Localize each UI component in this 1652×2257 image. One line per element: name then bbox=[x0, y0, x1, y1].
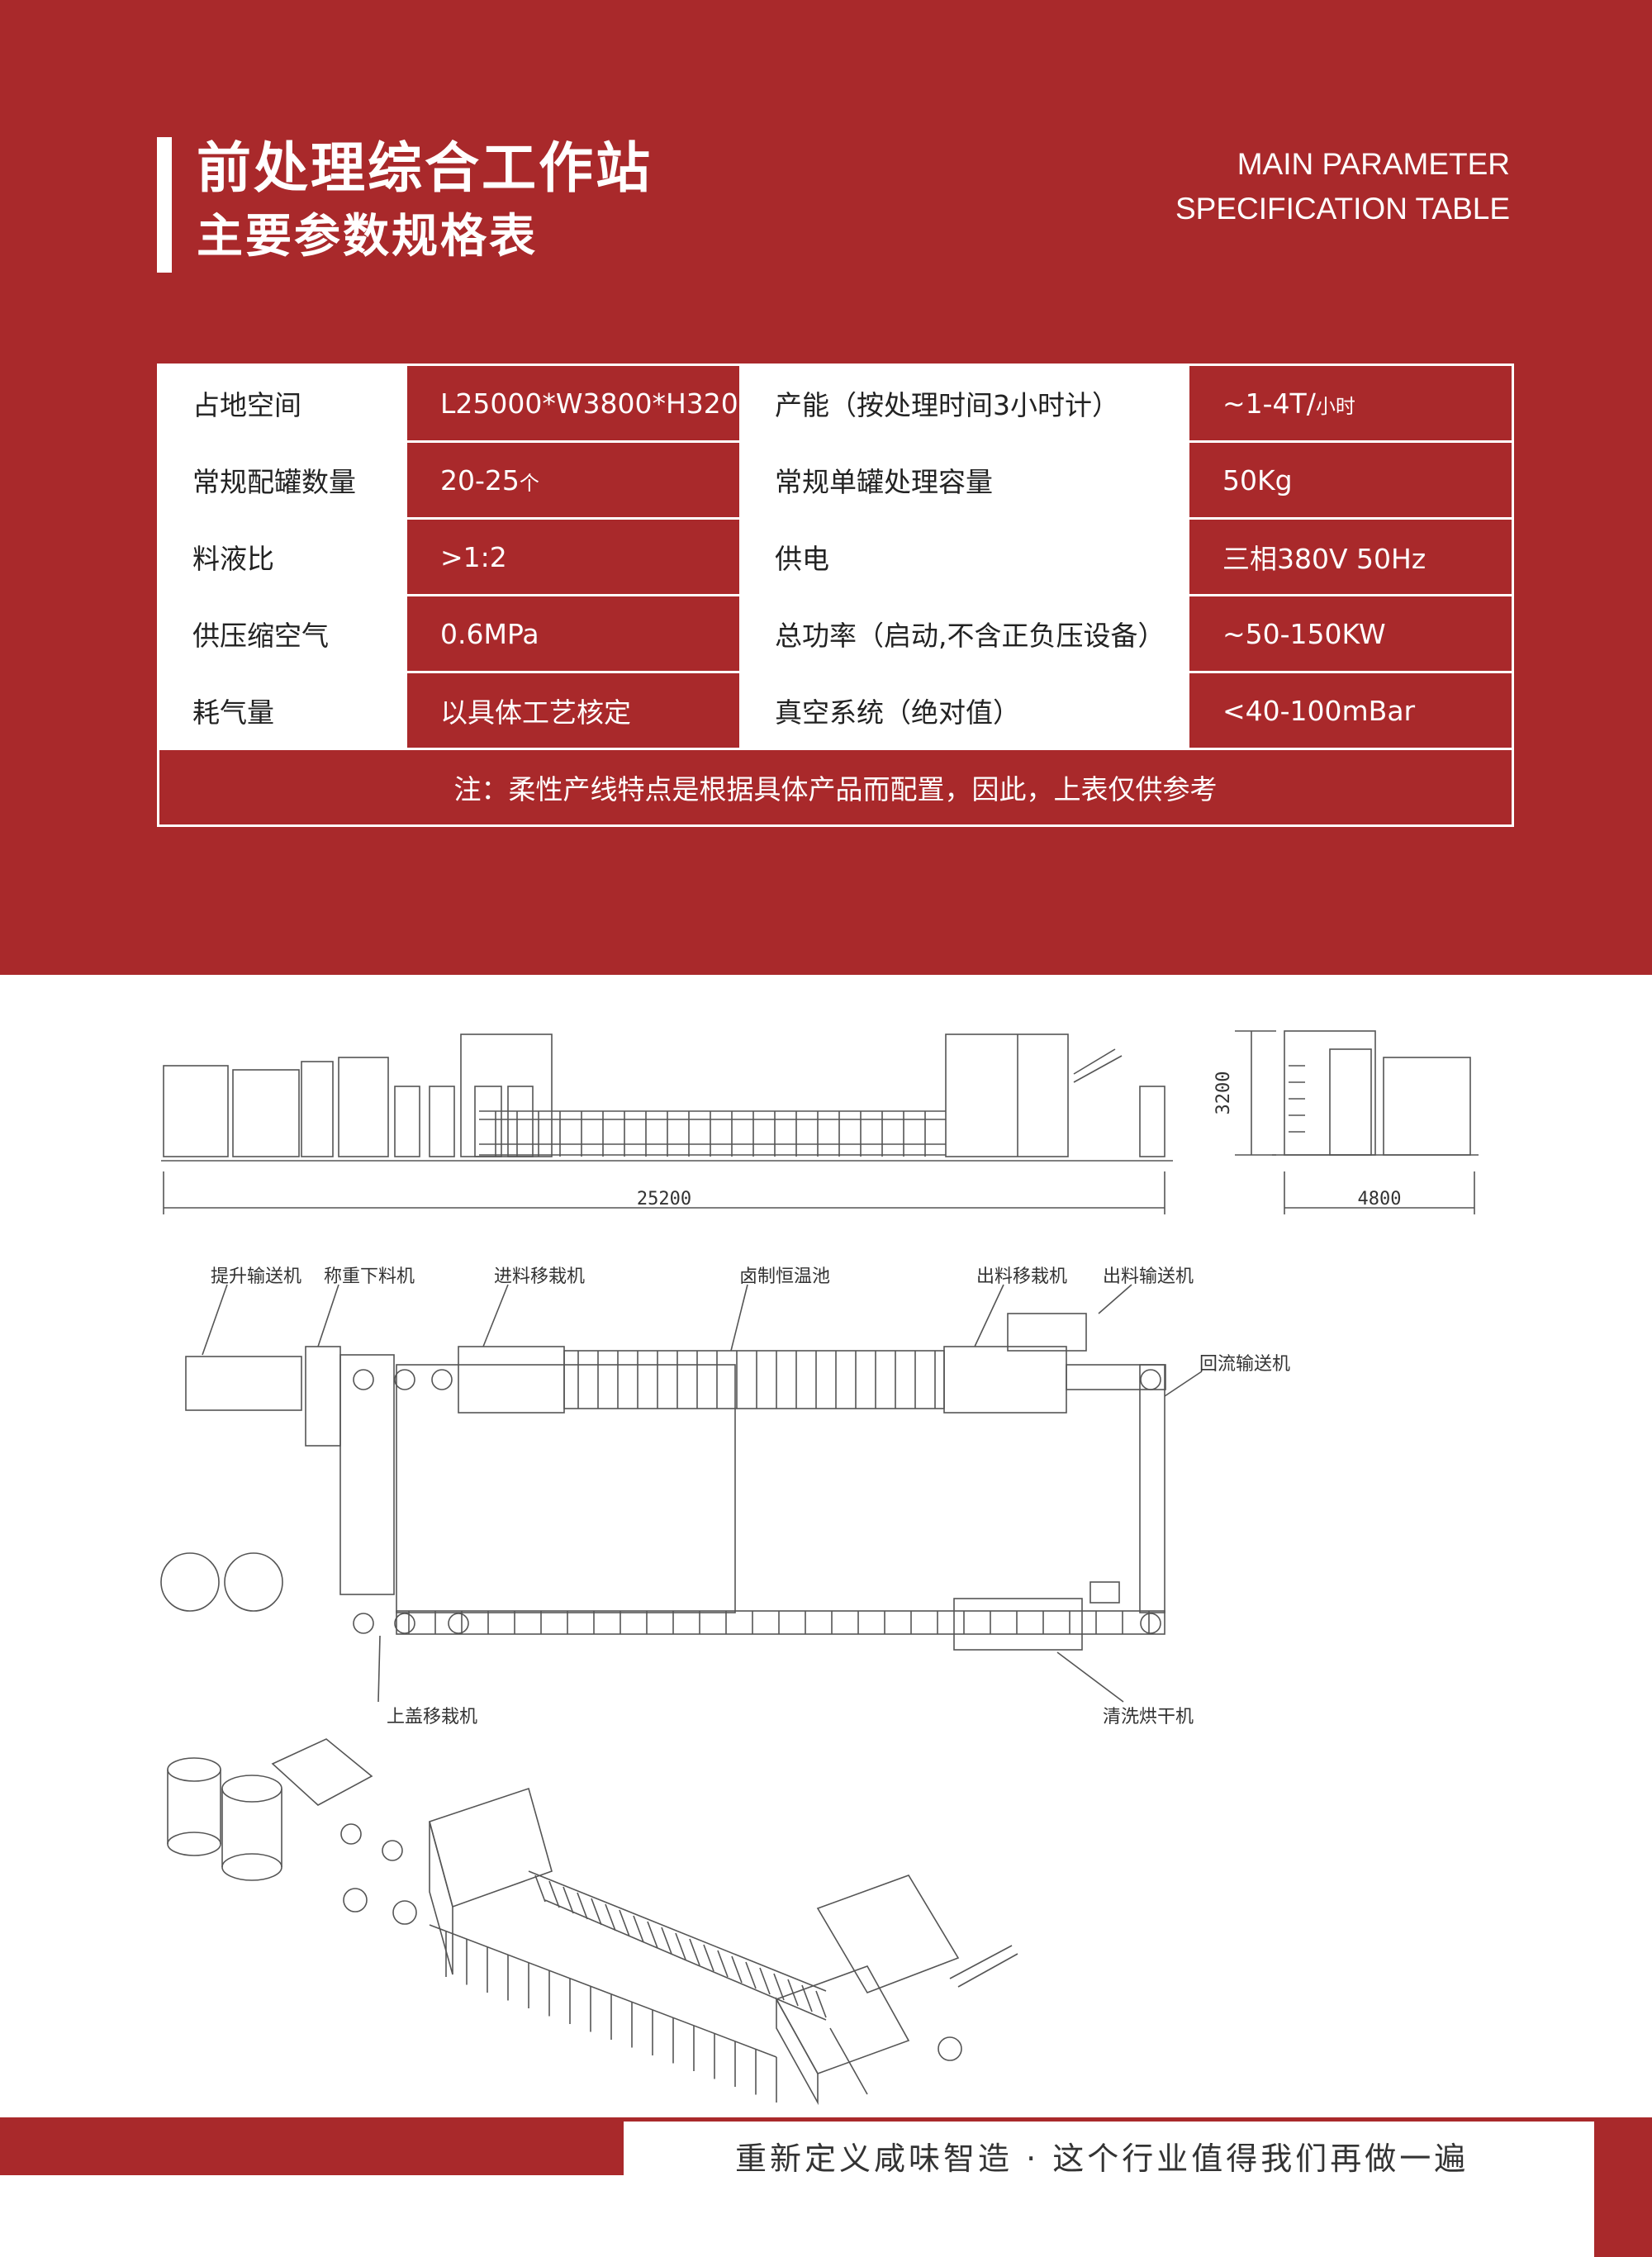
belt-slat bbox=[745, 1961, 757, 1989]
spec-label: 耗气量 bbox=[157, 671, 407, 750]
spec-value: >1:2 bbox=[405, 517, 742, 596]
belt-slat bbox=[534, 1874, 546, 1903]
belt-slat bbox=[619, 1909, 630, 1937]
footer-corner-block bbox=[1594, 2117, 1652, 2257]
spec-value: 三相380V 50Hz bbox=[1187, 517, 1514, 596]
belt-slat bbox=[717, 1950, 729, 1978]
spec-value: 50Kg bbox=[1187, 440, 1514, 520]
spec-value-unit: 个 bbox=[519, 471, 539, 495]
belt-slat bbox=[731, 1955, 743, 1984]
spec-table: 占地空间 L25000*W3800*H3200 产能（按处理时间3小时计） ~1… bbox=[157, 363, 1514, 827]
front-frame-posts bbox=[495, 1111, 926, 1157]
frame-rail bbox=[429, 1924, 777, 2058]
table-row: 料液比 >1:2 供电 三相380V 50Hz bbox=[157, 517, 1514, 596]
spec-value: <40-100mBar bbox=[1187, 671, 1514, 750]
belt-edge bbox=[528, 1870, 827, 1992]
spec-value: 20-25个 bbox=[405, 440, 742, 520]
spec-value: 以具体工艺核定 bbox=[405, 671, 742, 750]
belt-slat bbox=[661, 1927, 672, 1955]
belt-slat bbox=[787, 1979, 799, 2007]
spec-label: 占地空间 bbox=[157, 363, 407, 443]
spec-value-main: 20-25 bbox=[440, 463, 520, 497]
english-title-line2: SPECIFICATION TABLE bbox=[1175, 192, 1510, 226]
spec-label: 真空系统（绝对值） bbox=[739, 671, 1189, 750]
spec-label: 常规配罐数量 bbox=[157, 440, 407, 520]
spec-label: 产能（按处理时间3小时计） bbox=[739, 363, 1189, 443]
belt-slat bbox=[773, 1973, 785, 2001]
belt-slat bbox=[633, 1915, 644, 1943]
table-row: 供压缩空气 0.6MPa 总功率（启动,不含正负压设备） ~50-150KW bbox=[157, 594, 1514, 673]
spec-value-unit: 小时 bbox=[1315, 394, 1355, 418]
label-lid-transfer: 上盖移栽机 bbox=[387, 1707, 477, 1727]
drawings-svg: 25200 4800 3200 提升输送机 称重下料机 进料移栽机 卤制恒温池 … bbox=[160, 1030, 1479, 2106]
label-feed-transfer: 进料移栽机 bbox=[494, 1266, 585, 1287]
belt-edge bbox=[544, 1899, 827, 2021]
english-title-line1: MAIN PARAMETER bbox=[1237, 147, 1510, 181]
table-row: 常规配罐数量 20-25个 常规单罐处理容量 50Kg bbox=[157, 440, 1514, 520]
belt-slat bbox=[703, 1944, 714, 1972]
belt-slat bbox=[548, 1880, 560, 1908]
table-row: 耗气量 以具体工艺核定 真空系统（绝对值） <40-100mBar bbox=[157, 671, 1514, 750]
page-subtitle: 主要参数规格表 bbox=[197, 210, 538, 264]
belt-slat bbox=[647, 1921, 658, 1949]
table-note: 注：柔性产线特点是根据具体产品而配置，因此，上表仅供参考 bbox=[157, 748, 1514, 827]
plan-view bbox=[160, 1313, 1166, 1651]
footer-slogan: 重新定义咸味智造 · 这个行业值得我们再做一遍 bbox=[735, 2141, 1469, 2177]
dim-length: 25200 bbox=[637, 1189, 691, 1209]
belt-slat bbox=[563, 1886, 574, 1914]
title-accent-bar bbox=[157, 137, 172, 273]
spec-value: ~1-4T/小时 bbox=[1187, 363, 1514, 443]
plan-pool-segments bbox=[408, 1351, 1150, 1634]
belt-slat bbox=[801, 1984, 813, 2012]
spec-label: 供电 bbox=[739, 517, 1189, 596]
label-lift-conveyor: 提升输送机 bbox=[211, 1266, 301, 1287]
label-discharge-conveyor: 出料输送机 bbox=[1103, 1266, 1194, 1287]
label-wash-dryer: 清洗烘干机 bbox=[1103, 1707, 1194, 1727]
spec-value: ~50-150KW bbox=[1187, 594, 1514, 673]
english-title: MAIN PARAMETER SPECIFICATION TABLE bbox=[1175, 142, 1510, 231]
belt-slat bbox=[675, 1932, 686, 1960]
label-weigh-unloader: 称重下料机 bbox=[324, 1266, 415, 1287]
spec-label: 料液比 bbox=[157, 517, 407, 596]
spec-label: 常规单罐处理容量 bbox=[739, 440, 1189, 520]
belt-slat bbox=[591, 1898, 602, 1926]
belt-slat bbox=[815, 1990, 827, 2018]
belt-slat bbox=[759, 1967, 771, 1995]
page-title: 前处理综合工作站 bbox=[197, 136, 653, 200]
spec-value: 0.6MPa bbox=[405, 594, 742, 673]
label-discharge-transfer: 出料移栽机 bbox=[976, 1266, 1067, 1287]
isometric-view bbox=[167, 1738, 1018, 2106]
belt-slat bbox=[689, 1938, 700, 1966]
table-row: 占地空间 L25000*W3800*H3200 产能（按处理时间3小时计） ~1… bbox=[157, 363, 1514, 443]
belt-slat bbox=[577, 1892, 588, 1920]
dim-height: 3200 bbox=[1213, 1071, 1234, 1115]
equipment-drawings: 25200 4800 3200 提升输送机 称重下料机 进料移栽机 卤制恒温池 … bbox=[0, 975, 1652, 2115]
label-return-conveyor: 回流输送机 bbox=[1199, 1354, 1290, 1375]
table-row: 注：柔性产线特点是根据具体产品而配置，因此，上表仅供参考 bbox=[157, 748, 1514, 827]
spec-value: L25000*W3800*H3200 bbox=[405, 363, 742, 443]
front-elevation bbox=[161, 1033, 1173, 1162]
side-elevation bbox=[1235, 1030, 1479, 1214]
spec-value-main: ~1-4T/ bbox=[1222, 387, 1316, 420]
spec-label: 总功率（启动,不含正负压设备） bbox=[739, 594, 1189, 673]
iso-conveyor-belt bbox=[429, 1870, 827, 2103]
label-brine-pool: 卤制恒温池 bbox=[739, 1266, 830, 1287]
spec-label: 供压缩空气 bbox=[157, 594, 407, 673]
footer-slogan-panel bbox=[624, 2122, 1594, 2176]
belt-slat bbox=[605, 1903, 616, 1932]
dim-width: 4800 bbox=[1358, 1189, 1402, 1209]
